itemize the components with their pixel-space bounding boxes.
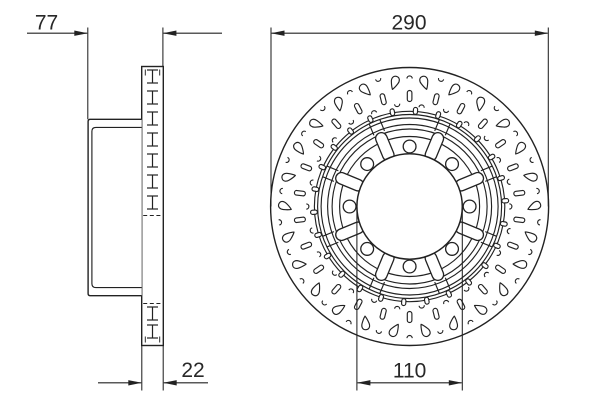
side-view-cross-section (87, 65, 164, 347)
front-view-disc (269, 66, 550, 347)
dimension-annotations (27, 27, 549, 391)
dimension-label-110: 110 (393, 360, 426, 383)
dimension-label-290: 290 (391, 12, 426, 35)
dimension-label-77: 77 (35, 12, 58, 35)
dimension-label-22: 22 (181, 359, 204, 382)
